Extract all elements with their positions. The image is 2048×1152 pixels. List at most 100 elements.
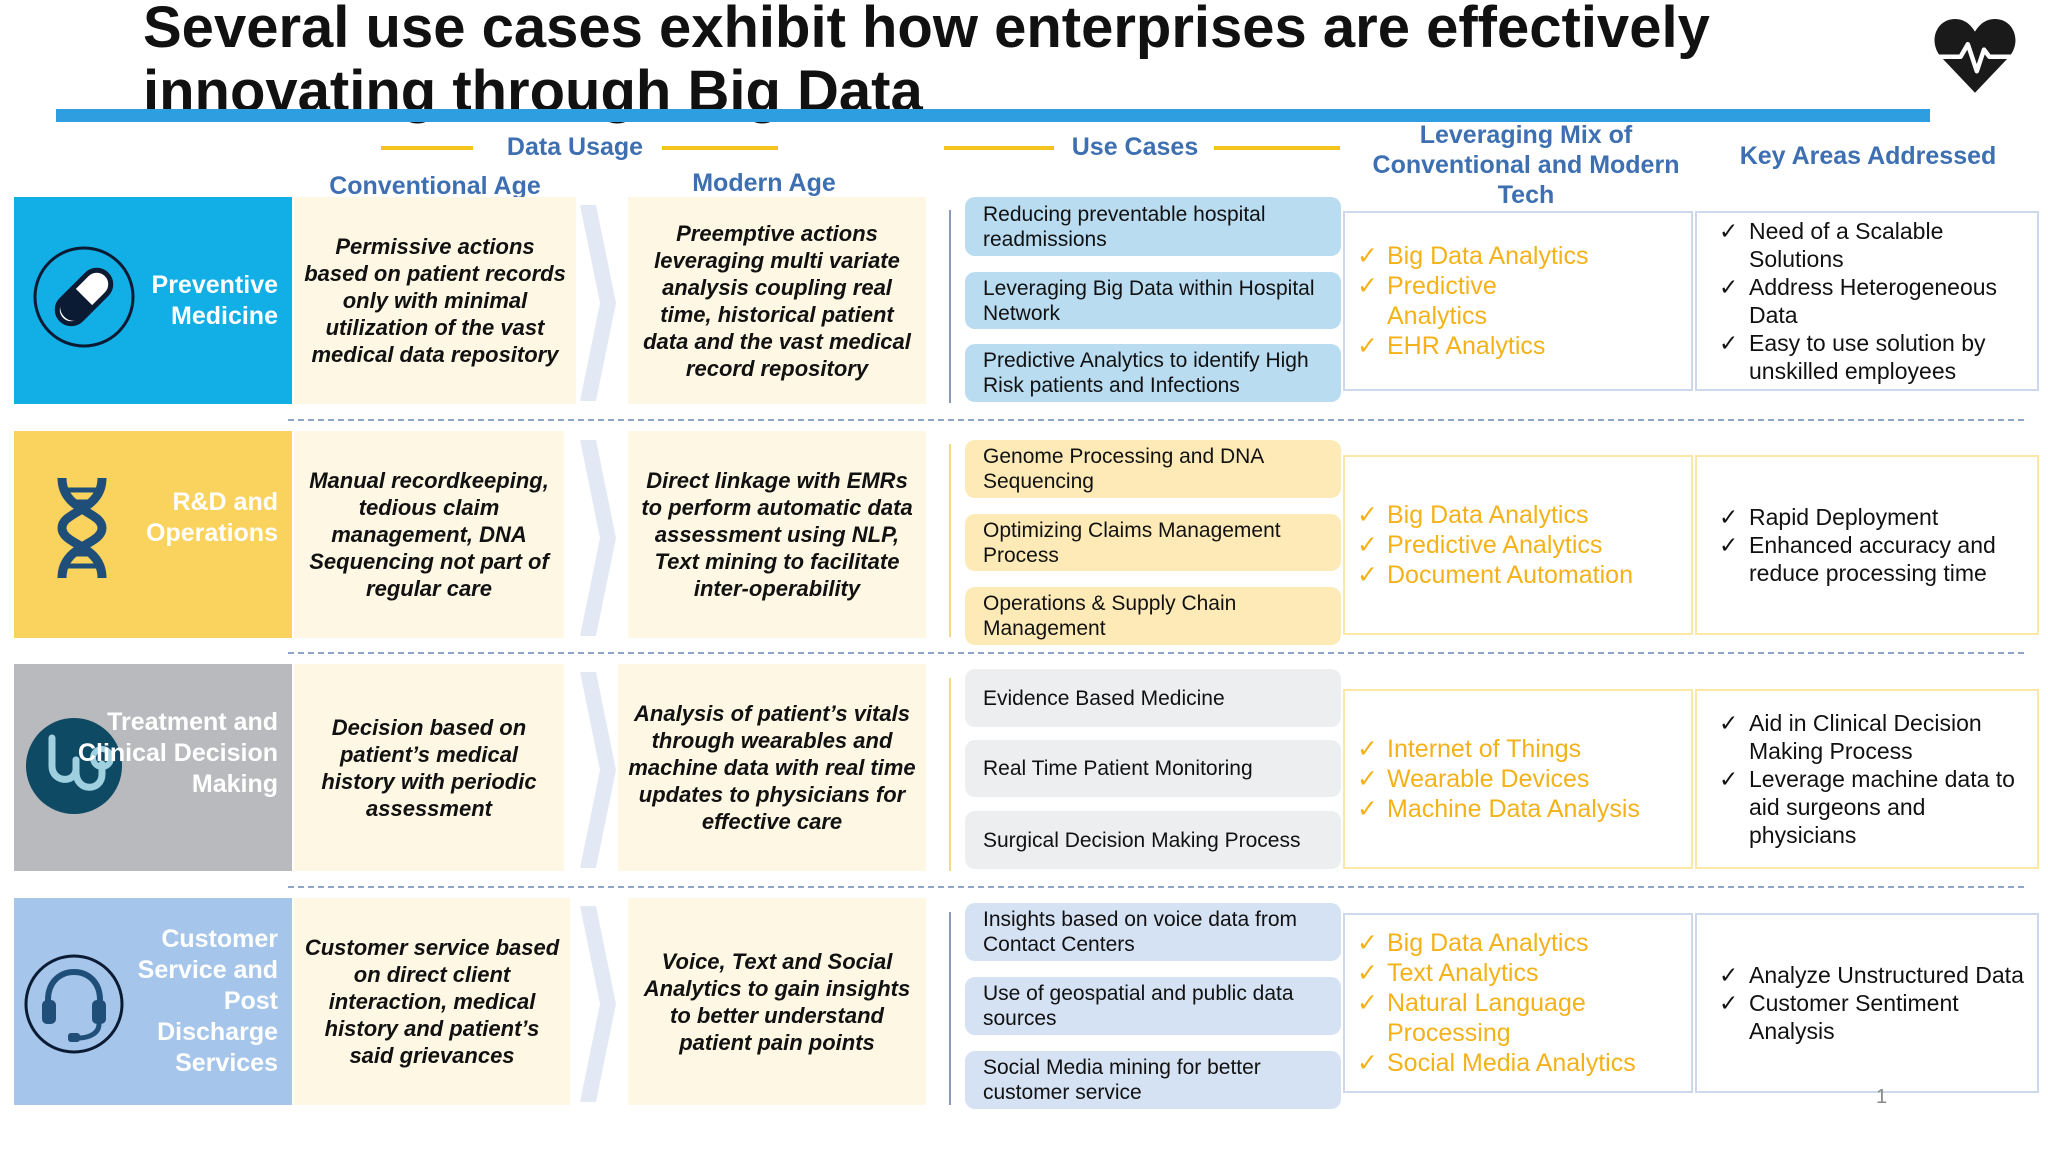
key-areas-header: Key Areas Addressed xyxy=(1739,142,1997,170)
conventional-age-header: Conventional Age xyxy=(329,172,541,200)
chevron-right-icon xyxy=(580,906,616,1102)
modern-age-header: Modern Age xyxy=(692,169,836,197)
check-icon: ✓ xyxy=(1719,710,1739,736)
key-areas-box: ✓Rapid Deployment ✓Enhanced accuracy and… xyxy=(1695,455,2039,635)
tech-mix-item: ✓Machine Data Analysis xyxy=(1357,795,1640,823)
tech-mix-box: ✓Big Data Analytics ✓Text Analytics ✓Nat… xyxy=(1343,913,1693,1093)
category-rnd-operations: R&D and Operations xyxy=(14,431,292,638)
page-number: 1 xyxy=(1876,1086,1888,1108)
conventional-description: Decision based on patient’s medical hist… xyxy=(294,664,564,871)
tech-mix-item: ✓Text Analytics xyxy=(1357,959,1539,987)
key-area-item: ✓Aid in Clinical Decision Making Process xyxy=(1719,710,1982,764)
use-case-item: Social Media mining for better customer … xyxy=(965,1051,1341,1109)
data-usage-header: Data Usage xyxy=(506,133,644,161)
tech-mix-item: ✓Wearable Devices xyxy=(1357,765,1590,793)
category-label: Customer Service and Post Discharge Serv… xyxy=(137,925,278,1077)
modern-description: Preemptive actions leveraging multi vari… xyxy=(628,197,926,404)
key-area-item: ✓Analyze Unstructured Data xyxy=(1719,962,2024,988)
conventional-description: Customer service based on direct client … xyxy=(294,898,570,1105)
use-case-item: Evidence Based Medicine xyxy=(965,669,1341,727)
check-icon: ✓ xyxy=(1357,332,1378,360)
tech-mix-box: ✓Big Data Analytics ✓Predictive Analytic… xyxy=(1343,211,1693,391)
tech-mix-box: ✓Internet of Things ✓Wearable Devices ✓M… xyxy=(1343,689,1693,869)
check-icon: ✓ xyxy=(1357,929,1378,957)
tech-mix-item: ✓Internet of Things xyxy=(1357,735,1582,763)
check-icon: ✓ xyxy=(1357,735,1378,763)
use-case-item: Genome Processing and DNA Sequencing xyxy=(965,440,1341,498)
key-area-item: ✓Address Heterogeneous Data xyxy=(1719,274,1998,328)
modern-description: Analysis of patient’s vitals through wea… xyxy=(618,664,926,871)
check-icon: ✓ xyxy=(1357,1049,1378,1077)
key-areas-box: ✓Analyze Unstructured Data ✓Customer Sen… xyxy=(1695,913,2039,1093)
row-separator xyxy=(288,419,2024,421)
check-icon: ✓ xyxy=(1719,766,1739,792)
tech-mix-item: ✓EHR Analytics xyxy=(1357,332,1546,360)
tech-mix-item: ✓Social Media Analytics xyxy=(1357,1049,1636,1077)
use-case-item: Insights based on voice data from Contac… xyxy=(965,903,1341,961)
modern-description: Voice, Text and Social Analytics to gain… xyxy=(628,898,926,1105)
check-icon: ✓ xyxy=(1357,531,1378,559)
check-icon: ✓ xyxy=(1357,561,1378,589)
stethoscope-icon xyxy=(22,714,126,818)
key-areas-box: ✓Aid in Clinical Decision Making Process… xyxy=(1695,689,2039,869)
check-icon: ✓ xyxy=(1357,959,1378,987)
row-separator xyxy=(288,886,2024,888)
chevron-right-icon xyxy=(580,672,616,868)
tech-mix-item: ✓Predictive Analytics xyxy=(1357,531,1603,559)
use-case-divider xyxy=(949,912,951,1105)
key-area-item: ✓Need of a Scalable Solutions xyxy=(1719,218,1944,272)
check-icon: ✓ xyxy=(1719,504,1739,530)
check-icon: ✓ xyxy=(1357,795,1378,823)
check-icon: ✓ xyxy=(1357,242,1378,270)
category-label: Preventive Medicine xyxy=(151,271,278,330)
check-icon: ✓ xyxy=(1719,962,1739,988)
use-case-item: Operations & Supply Chain Management xyxy=(965,587,1341,645)
mix-header: Leveraging Mix of Conventional and Moder… xyxy=(1372,121,1680,209)
category-label: Treatment and Clinical Decision Making xyxy=(77,708,278,798)
tech-mix-item: ✓Big Data Analytics xyxy=(1357,929,1589,957)
use-case-item: Surgical Decision Making Process xyxy=(965,811,1341,869)
use-case-item: Reducing preventable hospital readmissio… xyxy=(965,197,1341,256)
check-icon: ✓ xyxy=(1719,532,1739,558)
category-label: R&D and Operations xyxy=(146,488,278,547)
use-case-item: Predictive Analytics to identify High Ri… xyxy=(965,344,1341,402)
tech-mix-box: ✓Big Data Analytics ✓Predictive Analytic… xyxy=(1343,455,1693,635)
tech-mix-item: ✓Big Data Analytics xyxy=(1357,501,1589,529)
title-underline-bar xyxy=(56,109,1930,122)
conventional-description: Permissive actions based on patient reco… xyxy=(294,197,576,404)
check-icon: ✓ xyxy=(1357,989,1378,1017)
row-separator xyxy=(288,652,2024,654)
use-case-item: Optimizing Claims Management Process xyxy=(965,514,1341,571)
check-icon: ✓ xyxy=(1719,218,1739,244)
page-title: Several use cases exhibit how enterprise… xyxy=(143,0,1710,124)
key-area-item: ✓Easy to use solution by unskilled emplo… xyxy=(1719,330,1986,384)
chevron-right-icon xyxy=(580,205,616,401)
headset-icon xyxy=(22,952,126,1056)
data-usage-line-left xyxy=(381,146,473,150)
check-icon: ✓ xyxy=(1719,990,1739,1016)
tech-mix-item: ✓Predictive Analytics xyxy=(1357,272,1497,330)
category-customer-service: Customer Service and Post Discharge Serv… xyxy=(14,898,292,1105)
dna-icon xyxy=(32,476,136,580)
category-treatment-clinical-decision: Treatment and Clinical Decision Making xyxy=(14,664,292,871)
check-icon: ✓ xyxy=(1357,765,1378,793)
category-preventive-medicine: Preventive Medicine xyxy=(14,197,292,404)
use-cases-header: Use Cases xyxy=(1071,133,1199,161)
key-areas-box: ✓Need of a Scalable Solutions ✓Address H… xyxy=(1695,211,2039,391)
use-cases-line-left xyxy=(944,146,1054,150)
use-case-divider xyxy=(949,210,951,403)
key-area-item: ✓Customer Sentiment Analysis xyxy=(1719,990,1959,1044)
use-case-divider xyxy=(949,444,951,637)
use-case-item: Use of geospatial and public data source… xyxy=(965,977,1341,1035)
check-icon: ✓ xyxy=(1357,501,1378,529)
check-icon: ✓ xyxy=(1719,330,1739,356)
tech-mix-item: ✓Big Data Analytics xyxy=(1357,242,1589,270)
use-case-item: Leveraging Big Data within Hospital Netw… xyxy=(965,272,1341,329)
key-area-item: ✓Leverage machine data to aid surgeons a… xyxy=(1719,766,2015,848)
tech-mix-item: ✓Natural Language Processing xyxy=(1357,989,1586,1047)
conventional-description: Manual recordkeeping, tedious claim mana… xyxy=(294,431,564,638)
heart-pulse-icon xyxy=(1934,19,2016,93)
data-usage-line-right xyxy=(662,146,778,150)
check-icon: ✓ xyxy=(1719,274,1739,300)
use-case-divider xyxy=(949,678,951,871)
